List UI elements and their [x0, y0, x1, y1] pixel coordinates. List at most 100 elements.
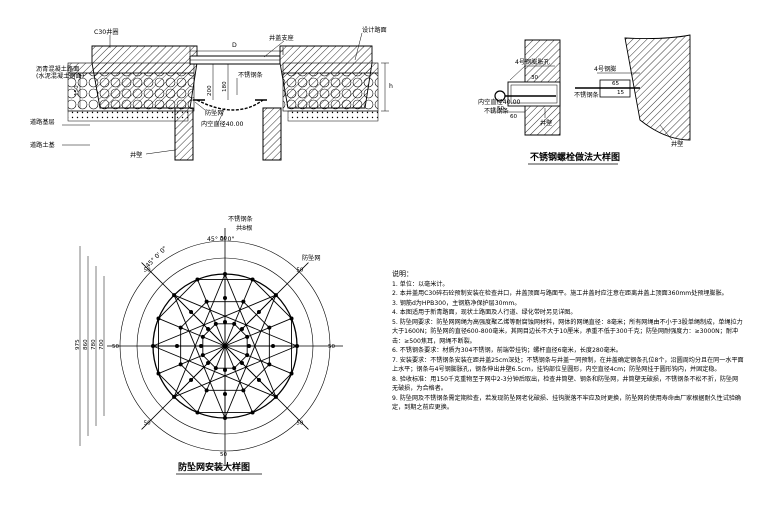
net-spoke	[197, 345, 226, 413]
detail-wall-label: 井壁	[540, 119, 552, 127]
note-item: 2. 本井盖用C30碎石砼预制安装在检查井口，井盖顶面与路面平。施工井盖时应注意…	[392, 290, 728, 297]
inner-hole-label: 内空直径40.00	[478, 98, 521, 106]
net-knot	[247, 344, 251, 348]
net-knot	[245, 353, 250, 358]
net-knot	[256, 377, 261, 382]
net-knot	[195, 410, 200, 415]
note-item: 1. 单位：以毫米计。	[392, 280, 449, 288]
net-knot	[289, 371, 294, 376]
net-knot	[295, 344, 299, 348]
net-knot	[206, 360, 211, 365]
net-knot	[267, 362, 272, 367]
well-cover-label: 井盖支座	[269, 34, 294, 42]
net-knot	[199, 344, 203, 348]
plan-stainless-label: 不锈钢条	[228, 215, 253, 223]
net-chord	[173, 345, 298, 398]
dim-30: 30	[531, 75, 539, 81]
plan-caption: 防坠网安装大样图	[178, 461, 250, 473]
net-chord	[173, 294, 298, 347]
net-knot	[239, 360, 244, 365]
curved-wall	[624, 34, 691, 141]
net-knot	[223, 272, 227, 276]
layer-subgrade: 道路土基	[30, 141, 55, 149]
net-knot	[204, 388, 209, 393]
spacing-label: 50	[220, 452, 227, 458]
design-elevation-label: 设计路面	[362, 26, 387, 34]
net-knot	[223, 416, 227, 420]
plan-count-label: 共8根	[236, 224, 252, 232]
net-knot	[200, 353, 205, 358]
note-item: 7. 安装要求：不锈钢条安装在距井盖25cm深处；不锈钢条与井盖一同预制，在井盖…	[392, 356, 744, 374]
net-knot	[256, 310, 261, 315]
well-wall-right	[262, 107, 282, 161]
note-item: 6. 不锈钢条要求：材质为304不锈钢，前端带挂钩；螺杆直径6毫米，长度280毫…	[392, 347, 622, 354]
wall-label: 井壁	[130, 151, 142, 159]
net-spoke	[224, 279, 253, 347]
plan-net-label: 防坠网	[302, 254, 321, 262]
net-knot	[178, 325, 183, 330]
note-item: 8. 验收标准：用150千克重物至于网中2-3分钟后取出，检查井筒壁、钢条和防坠…	[392, 375, 739, 393]
net-center-knot	[222, 343, 228, 349]
spacing-label: 50	[112, 344, 119, 350]
net-chord	[152, 345, 277, 398]
plan-angle-label: 45° 0' 0"	[207, 235, 234, 243]
net-spoke	[173, 294, 226, 347]
net-knot	[195, 277, 200, 282]
net-knot	[156, 371, 161, 376]
h-dimension: h	[389, 83, 393, 90]
spacing-label: 50	[296, 268, 303, 274]
bolt-detail-caption: 不锈钢螺栓做法大样图	[530, 151, 620, 163]
stainless-label-detail: 不锈钢条	[484, 107, 509, 115]
net-knot	[241, 388, 246, 393]
net-knot	[223, 368, 227, 372]
net-spoke	[224, 318, 292, 347]
net-knot	[239, 327, 244, 332]
bolt-detail: 4号钢膨胀孔 内空直径40.00 不锈钢条 60 50 30 井壁 4号钢膨 不…	[478, 34, 691, 165]
note-item: 3. 钢筋d为HPB300，主钢筋净保护层30mm。	[392, 299, 521, 307]
right-wall-label: 井壁	[671, 140, 683, 148]
net-knot	[223, 392, 227, 396]
notes-block: 说明： 1. 单位：以毫米计。 2. 本井盖用C30碎石砼预制安装在检查井口，井…	[392, 270, 744, 413]
dim-15: 15	[617, 90, 625, 96]
notes-title: 说明：	[392, 270, 413, 278]
net-chord	[224, 294, 277, 419]
layer-base: 道路基层	[30, 118, 55, 126]
bolt-label: 4号钢膨胀孔	[515, 58, 550, 66]
net-knot	[232, 321, 237, 326]
net-label: 防坠网	[205, 109, 224, 117]
net-spoke	[224, 345, 277, 398]
net-spoke	[224, 294, 277, 347]
dim-60: 60	[510, 114, 518, 120]
net-knot	[223, 320, 227, 324]
bottom-steel-label: 内空直径40.00	[201, 120, 244, 128]
well-ring-left	[91, 45, 198, 109]
net-knot	[156, 316, 161, 321]
plan-dim-700: 700	[99, 339, 105, 350]
net-spoke	[158, 345, 226, 374]
net-knot	[250, 277, 255, 282]
note-item: 4. 本图适用于新青路面，现状土路面及人行道、绿化带时另见详图。	[392, 309, 577, 316]
net-knot	[250, 410, 255, 415]
net-knot	[175, 344, 179, 348]
net-knot	[223, 296, 227, 300]
net-knot	[204, 299, 209, 304]
net-knot	[172, 293, 177, 298]
net-chord	[173, 273, 226, 398]
net-spoke	[197, 279, 226, 347]
net-knot	[200, 334, 205, 339]
net-knot	[178, 362, 183, 367]
plan-angle-label-2: 45° 0' 0"	[144, 244, 169, 269]
dim-50: 50	[497, 106, 505, 112]
net-knot	[189, 377, 194, 382]
net-chord	[224, 273, 277, 398]
net-spoke	[224, 345, 292, 374]
net-chord	[173, 294, 226, 419]
net-knot	[213, 321, 218, 326]
net-knot	[271, 344, 275, 348]
d-dimension: D	[232, 42, 237, 49]
net-knot	[273, 293, 278, 298]
net-knot	[151, 344, 155, 348]
